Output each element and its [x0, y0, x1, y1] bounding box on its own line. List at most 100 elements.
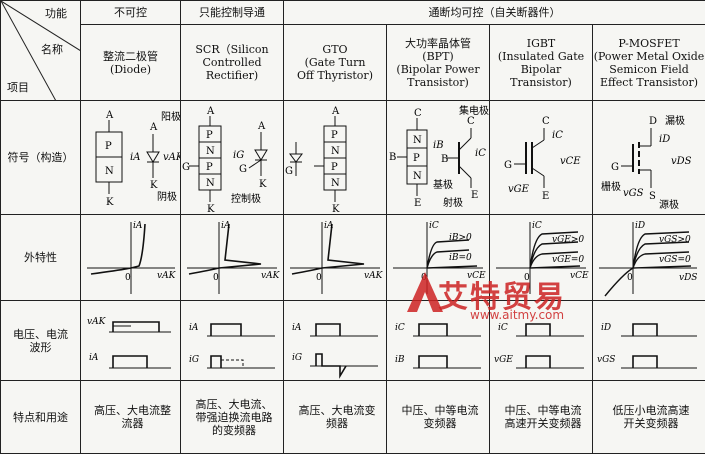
label-iG: iG — [189, 355, 199, 365]
label-D: D — [649, 116, 657, 127]
label-N: N — [331, 178, 340, 189]
group-full-control: 通断均可控（自关断器件） — [284, 1, 705, 25]
device-name: IGBT — [490, 37, 592, 50]
device-fullname: Effect Transistor) — [593, 76, 705, 89]
label-vGS: vGS — [623, 188, 644, 199]
label-source: 源极 — [659, 198, 679, 211]
label-K: K — [106, 197, 114, 208]
label-gate: 栅极 — [601, 180, 621, 193]
label-vCE: vCE — [570, 271, 589, 281]
label-E: E — [414, 198, 421, 209]
label-iD: iD — [601, 323, 611, 333]
label-iA: iA — [292, 323, 302, 333]
label-iA: iA — [221, 221, 231, 231]
label-vGE: vGE — [508, 184, 530, 195]
row-label-waveform: 电压、电流波形 — [1, 301, 81, 381]
label-P: P — [105, 141, 112, 152]
usage-line: 开关变频器 — [597, 417, 705, 430]
usage-diode: 高压、大电流整流器 — [81, 381, 181, 454]
label-A: A — [105, 110, 114, 121]
label-vGE-positive: vGE>0 — [552, 235, 584, 245]
label-cathode: 阴极 — [157, 190, 177, 203]
symbol-diode: A K P N A K 阳极 阴极 iA vAK — [81, 101, 181, 215]
row-label-characteristic: 外特性 — [1, 215, 81, 301]
label-K: K — [259, 179, 267, 190]
device-name: GTO — [284, 43, 386, 56]
label-A: A — [206, 106, 215, 117]
label-N: N — [413, 135, 422, 146]
usage-line: 流器 — [85, 417, 180, 430]
label-G: G — [285, 166, 293, 177]
label-anode: 阳极 — [161, 110, 181, 123]
wave-scr: iA iG — [181, 301, 284, 381]
label-A: A — [257, 121, 266, 132]
device-fullname: Off Thyristor) — [284, 69, 386, 82]
label-B: B — [441, 154, 448, 165]
label-A: A — [331, 106, 340, 117]
label-vAK: vAK — [364, 271, 384, 281]
usage-mosfet: 低压小电流高速开关变频器 — [593, 381, 705, 454]
label-C: C — [414, 108, 422, 119]
label-P: P — [331, 162, 338, 173]
usage-bpt: 中压、中等电流变频器 — [387, 381, 490, 454]
label-vAK: vAK — [261, 271, 281, 281]
symbol-gto: P N P N A K G — [284, 101, 387, 215]
device-fullname: (Insulated Gate — [490, 50, 592, 63]
label-C: C — [542, 116, 550, 127]
label-iG: iG — [233, 150, 244, 161]
label-N: N — [331, 146, 340, 157]
label-vAK: vAK — [157, 271, 177, 281]
label-iB-positive: iB>0 — [449, 233, 472, 243]
usage-line: 中压、中等电流 — [391, 404, 489, 417]
label-N: N — [413, 171, 422, 182]
usage-line: 变频器 — [391, 417, 489, 430]
usage-line: 带强迫换流电路 — [185, 411, 283, 424]
symbol-mosfet: D S G 漏极 栅极 源极 iD vDS vGS — [593, 101, 705, 215]
label-iA: iA — [130, 152, 140, 163]
device-fullname: Transistor) — [387, 76, 489, 89]
corner-name-label: 名称 — [41, 43, 63, 56]
label-P: P — [413, 153, 420, 164]
label-N: N — [206, 178, 215, 189]
label-iC: iC — [498, 323, 508, 333]
wave-mosfet: iD vGS — [593, 301, 705, 381]
label-zero: 0 — [421, 273, 427, 283]
usage-line: 频器 — [288, 417, 386, 430]
label-iG: iG — [292, 353, 302, 363]
label-vAK: vAK — [163, 152, 181, 163]
label-iC: iC — [552, 130, 563, 141]
usage-line: 高压、大电流变 — [288, 404, 386, 417]
symbol-igbt: C E G iC vCE vGE — [490, 101, 593, 215]
usage-gto: 高压、大电流变频器 — [284, 381, 387, 454]
symbol-bpt: N P N C E B C E B iB iC 集电极 基极 射极 — [387, 101, 490, 215]
label-iB: iB — [433, 140, 444, 151]
label-P: P — [331, 130, 338, 141]
usage-line: 高速开关变频器 — [494, 417, 592, 430]
device-name: SCR（Silicon — [181, 43, 283, 56]
device-fullname: (Diode) — [81, 63, 180, 76]
label-P: P — [206, 162, 213, 173]
label-base: 基极 — [433, 178, 453, 191]
label-vCE: vCE — [560, 156, 581, 167]
label-vAK: vAK — [87, 317, 107, 327]
group-uncontrolled: 不可控 — [81, 1, 181, 25]
label-iA: iA — [133, 221, 143, 231]
symbol-scr: P N P N A K G A K G iG 控制极 — [181, 101, 284, 215]
row-label-usage: 特点和用途 — [1, 381, 81, 454]
wave-gto: iA iG — [284, 301, 387, 381]
label-zero: 0 — [213, 273, 219, 283]
char-mosfet: iD 0 vGS>0 vGS=0 vDS — [593, 215, 705, 301]
label-emitter: 射极 — [443, 196, 463, 209]
label-iC: iC — [429, 221, 439, 231]
char-gto: iA 0 vAK — [284, 215, 387, 301]
device-diode: 整流二极管(Diode) — [81, 25, 181, 101]
row-label-line: 波形 — [1, 341, 80, 354]
label-N: N — [105, 166, 114, 177]
label-vGE: vGE — [494, 355, 513, 365]
label-iC: iC — [395, 323, 405, 333]
label-zero: 0 — [316, 273, 322, 283]
device-fullname: Bipolar Transistor) — [490, 63, 592, 89]
device-fullname: Rectifier) — [181, 69, 283, 82]
